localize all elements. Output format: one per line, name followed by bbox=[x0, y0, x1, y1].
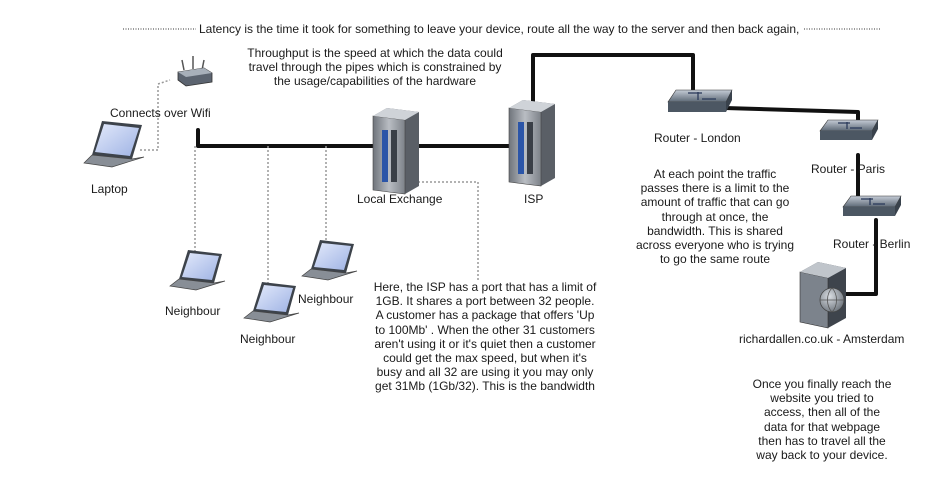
isp-note-line: busy and all 32 are using it you may onl… bbox=[376, 365, 594, 380]
throughput-line: the usage/capabilities of the hardware bbox=[273, 74, 477, 89]
isp-note-line: Here, the ISP has a port that has a limi… bbox=[373, 280, 597, 294]
wifi-link bbox=[140, 79, 171, 151]
return-note-line: Once you finally reach the bbox=[752, 377, 892, 391]
return-note-line: access, then all of the bbox=[763, 405, 881, 420]
server-label: richardallen.co.uk - Amsterdam bbox=[739, 332, 905, 346]
router-paris-label: Router - Paris bbox=[811, 162, 886, 176]
neighbour-laptop-icon-a bbox=[169, 250, 226, 291]
bandwidth-note: At each point the traffic passes there i… bbox=[628, 167, 802, 266]
local-exchange-label: Local Exchange bbox=[357, 192, 443, 206]
return-note-line: way back to your device. bbox=[756, 448, 888, 463]
bandwidth-note-line: across everyone who is trying bbox=[635, 238, 795, 253]
link-isp-to-london bbox=[531, 53, 695, 114]
isp-note: Here, the ISP has a port that has a limi… bbox=[366, 280, 604, 394]
local-exchange-server-icon bbox=[372, 108, 419, 195]
throughput-text: Throughput is the speed at which the dat… bbox=[240, 46, 510, 89]
return-note-line: then has to travel all the bbox=[758, 433, 886, 448]
throughput-line: Throughput is the speed at which the dat… bbox=[247, 46, 503, 60]
neighbour-laptop-icon-c bbox=[301, 240, 358, 281]
isp-label: ISP bbox=[524, 192, 544, 206]
web-server-icon bbox=[799, 262, 846, 329]
isp-note-line: A customer has a package that offers 'Up bbox=[375, 308, 595, 323]
wifi-router-icon bbox=[177, 56, 213, 87]
isp-note-line: could get the max speed, but when it's bbox=[383, 351, 587, 366]
router-berlin-label: Router - Berlin bbox=[833, 237, 911, 251]
neighbour-laptop-icon-b bbox=[243, 282, 300, 323]
router-paris-icon bbox=[819, 119, 879, 140]
router-london-label: Router - London bbox=[654, 131, 741, 145]
isp-note-line: to 100Mb' . When the other 31 customers bbox=[375, 322, 595, 337]
bandwidth-note-line: At each point the traffic bbox=[653, 167, 777, 181]
neighbour-label: Neighbour bbox=[298, 292, 354, 306]
bandwidth-note-line: passes there is a limit to the bbox=[640, 181, 790, 196]
isp-server-icon bbox=[508, 100, 555, 187]
neighbour-label: Neighbour bbox=[165, 304, 221, 318]
router-london-icon bbox=[667, 89, 733, 112]
return-note-line: website you tried to bbox=[770, 391, 874, 406]
bandwidth-note-line: to go the same route bbox=[659, 252, 771, 267]
isp-note-line: get 31Mb (1Gb/32). This is the bandwidth bbox=[375, 379, 595, 394]
laptop-icon bbox=[83, 121, 145, 168]
router-berlin-icon bbox=[842, 195, 902, 216]
return-note: Once you finally reach the website you t… bbox=[740, 377, 904, 462]
isp-note-line: aren't using it or it's quiet then a cus… bbox=[374, 336, 596, 351]
isp-note-line: 1GB. It shares a port between 32 people. bbox=[375, 294, 595, 309]
return-note-line: data for that webpage bbox=[763, 419, 881, 434]
bandwidth-note-line: bandwidth. This is shared bbox=[647, 223, 783, 238]
throughput-line: travel through the pipes which is constr… bbox=[248, 60, 502, 75]
wifi-label: Connects over Wifi bbox=[110, 106, 211, 120]
laptop-label: Laptop bbox=[91, 182, 128, 196]
dotted-lines bbox=[140, 79, 479, 290]
neighbour-label: Neighbour bbox=[240, 332, 296, 346]
bandwidth-note-line: amount of traffic that can go bbox=[640, 195, 790, 210]
link-berlin-to-server bbox=[844, 218, 878, 296]
isp-note-link bbox=[418, 181, 479, 282]
latency-text: Latency is the time it took for somethin… bbox=[199, 22, 800, 36]
bandwidth-note-line: through at once, the bbox=[661, 209, 769, 224]
link-laptop-to-isp bbox=[196, 128, 522, 148]
